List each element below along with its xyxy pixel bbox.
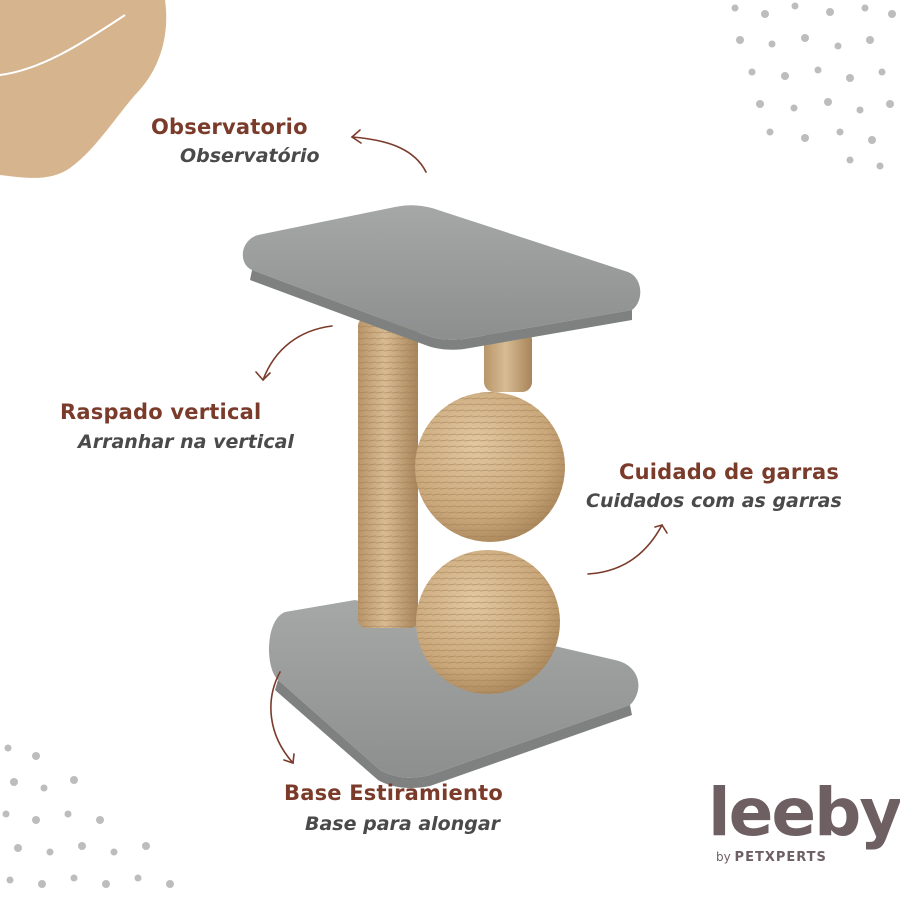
brand-byline: by PETXPERTS: [716, 850, 827, 865]
short-post: [484, 330, 532, 392]
dot-pattern-top-right: [731, 2, 896, 170]
brand-company: PETXPERTS: [734, 850, 827, 865]
observatorio-subtitle: Observatório: [180, 145, 320, 167]
brand-logo: leeby: [708, 774, 900, 851]
base-title: Base Estiramiento: [284, 781, 503, 805]
curved-arrow-icon: [255, 325, 333, 382]
corner-blob-line: [0, 14, 126, 76]
dot-pattern-bottom-left: [2, 744, 174, 888]
raspado-title: Raspado vertical: [60, 400, 262, 424]
cat-scratcher: [242, 205, 641, 788]
base-subtitle: Base para alongar: [305, 813, 501, 835]
brand-by: by: [716, 850, 731, 864]
cuidado-subtitle: Cuidados com as garras: [586, 490, 842, 512]
corner-blob: [0, 0, 167, 178]
cuidado-title: Cuidado de garras: [619, 460, 840, 484]
curved-arrow-icon: [350, 129, 427, 173]
observatorio-title: Observatorio: [151, 115, 308, 139]
top-platform: [242, 205, 641, 340]
curved-arrow-icon: [587, 524, 668, 575]
raspado-subtitle: Arranhar na vertical: [78, 431, 294, 453]
curved-arrow-icon: [270, 671, 295, 765]
